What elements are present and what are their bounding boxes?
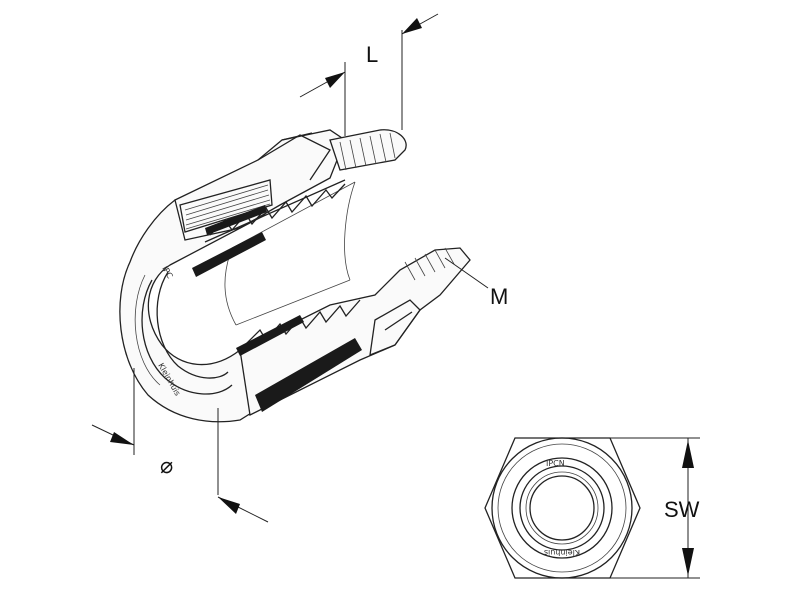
diameter-label: ⌀ [160, 453, 173, 478]
dimension-length: L [299, 13, 439, 136]
lower-knurl [255, 338, 362, 412]
brand-side-text: IPC [160, 265, 174, 281]
dimension-wrench-size: SW [610, 437, 700, 579]
length-label: L [366, 42, 378, 67]
cutaway-view: IPC Kleinhuis [119, 129, 471, 423]
wrench-size-label: SW [664, 497, 700, 522]
seal-inserts [192, 205, 304, 356]
dimension-thread: M [444, 257, 508, 309]
top-thread-tube [329, 129, 407, 171]
dimension-diameter: ⌀ [91, 368, 269, 523]
upper-knurl [179, 179, 273, 233]
brand-bottom-text: Kleinhuis [544, 548, 580, 557]
thread-label: M [490, 284, 508, 309]
upper-cap [174, 129, 346, 243]
brand-top-text: IPCN [546, 459, 565, 468]
end-view: IPCN Kleinhuis [484, 437, 641, 579]
lower-cap [239, 247, 471, 416]
